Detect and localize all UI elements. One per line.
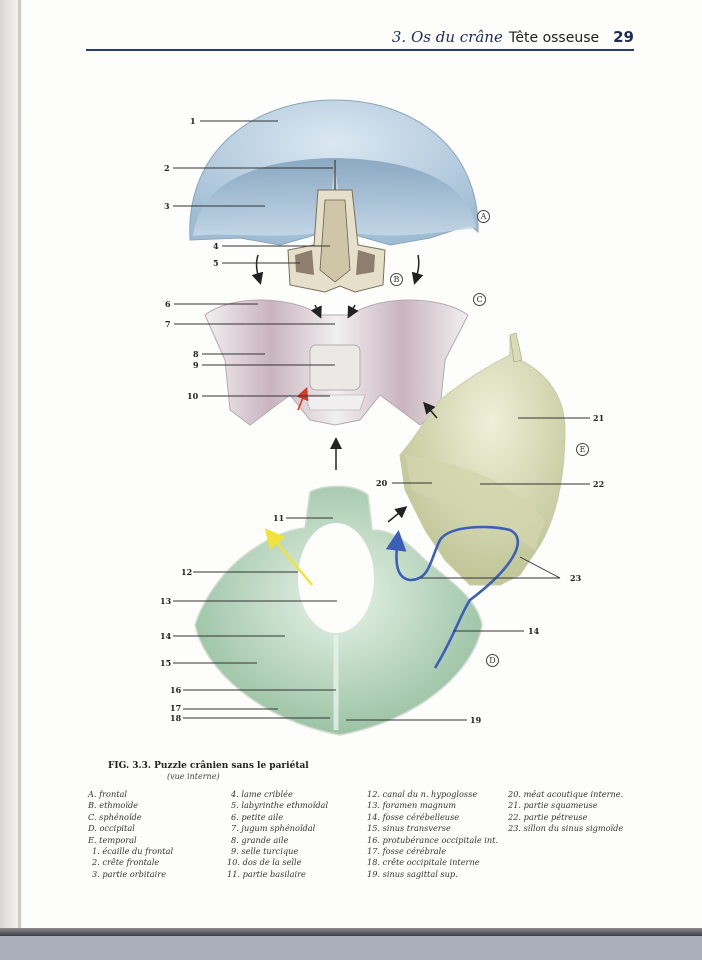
callout-11: 11 — [273, 513, 285, 523]
callout-1: 1 — [190, 116, 196, 126]
legend-item: E. temporal — [88, 834, 137, 845]
callout-14: 14 — [160, 631, 172, 641]
book-gutter-shadow — [0, 0, 22, 930]
legend-item: 2. crête frontale — [92, 857, 160, 868]
sigmoid-sinus-path — [385, 525, 520, 669]
callout-14-right: 14 — [528, 626, 540, 636]
callout-9: 9 — [193, 360, 199, 370]
callout-10: 10 — [187, 391, 199, 401]
legend-item: 1. écaille du frontal — [92, 846, 174, 857]
page-bottom-edge — [0, 928, 702, 936]
chapter-title: 3. Os du crâne — [391, 28, 503, 46]
callout-16: 16 — [170, 685, 182, 695]
callout-15: 15 — [160, 658, 172, 668]
header-rule — [86, 49, 634, 51]
legend-item: A. frontal — [88, 789, 128, 799]
assembly-arrows — [251, 254, 438, 523]
skull-puzzle-figure — [173, 99, 590, 736]
callout-22: 22 — [593, 479, 605, 489]
legend-item: 12. canal du n. hypoglosse — [367, 789, 478, 799]
book-gutter-line — [18, 0, 21, 930]
legend-item: 23. sillon du sinus sigmoïde — [508, 823, 624, 834]
legend-item: 14. fosse cérébelleuse — [367, 811, 460, 822]
callout-23: 23 — [570, 573, 582, 583]
legend-item: 5. labyrinthe ethmoïdal — [231, 800, 329, 811]
legend-item: 8. grande aile — [231, 834, 289, 845]
leader-lines — [173, 120, 590, 721]
callout-4: 4 — [213, 241, 219, 251]
legend-column-1: A. frontal B. ethmoïde C. sphénoïde D. o… — [88, 789, 173, 880]
legend-item: 19. sinus sagittal sup. — [367, 868, 458, 879]
letter-D: D — [486, 654, 499, 667]
callout-20: 20 — [376, 478, 388, 488]
callout-21: 21 — [593, 413, 605, 423]
callout-17: 17 — [170, 703, 182, 713]
letter-A: A — [477, 210, 490, 223]
legend-item: 13. foramen magnum — [367, 800, 457, 811]
letter-E: E — [576, 443, 589, 456]
legend-item: 9. selle turcique — [231, 846, 299, 857]
legend-column-4: 20. méat acoutique interne. 21. partie s… — [508, 789, 623, 835]
callout-13: 13 — [160, 596, 172, 606]
legend-item: 16. protubérance occipitale int. — [367, 834, 499, 845]
legend-item: B. ethmoïde — [88, 800, 139, 811]
legend-column-2: 4. lame criblée 5. labyrinthe ethmoïdal … — [227, 789, 329, 880]
figure-caption: FIG. 3.3. Puzzle crânien sans le pariéta… — [108, 761, 309, 771]
legend-item: 3. partie orbitaire — [92, 868, 167, 879]
legend-item: 7. jugum sphénoïdal — [231, 823, 316, 834]
callout-5: 5 — [213, 258, 219, 268]
callout-12: 12 — [181, 567, 193, 577]
legend-item: 11. partie basilaire — [227, 868, 306, 879]
legend-item: D. occipital — [88, 823, 135, 834]
legend-item: 6. petite aile — [231, 811, 284, 822]
page-number: 29 — [613, 28, 634, 46]
frontal-bone — [189, 99, 479, 246]
running-header: 3. Os du crâne Tête osseuse 29 — [392, 28, 634, 46]
legend-item: 17. fosse cérébrale — [367, 846, 447, 857]
callout-6: 6 — [165, 299, 171, 309]
red-arrow — [296, 387, 309, 411]
yellow-arrow — [264, 528, 313, 586]
section-title: Tête osseuse — [508, 30, 600, 46]
callout-8: 8 — [193, 349, 199, 359]
callout-2: 2 — [164, 163, 170, 173]
legend-item: 10. dos de la selle — [227, 857, 302, 868]
legend-item: C. sphénoïde — [88, 811, 142, 822]
scan-background — [0, 936, 702, 960]
legend-item: 20. méat acoutique interne. — [508, 789, 624, 799]
legend-column-3: 12. canal du n. hypoglosse 13. foramen m… — [367, 789, 498, 880]
legend-item: 18. crête occipitale interne — [367, 857, 480, 868]
callout-18: 18 — [170, 713, 182, 723]
letter-B: B — [390, 273, 403, 286]
legend-item: 21. partie squameuse — [508, 800, 598, 811]
figure-subcaption: (vue interne) — [167, 772, 220, 781]
callout-7: 7 — [165, 319, 171, 329]
ethmoid-bone — [287, 189, 386, 293]
callout-3: 3 — [164, 201, 170, 211]
temporal-bone — [399, 332, 566, 586]
letter-C: C — [473, 293, 486, 306]
legend-item: 4. lame criblée — [231, 789, 293, 799]
sphenoid-bone — [204, 299, 469, 426]
legend-item: 15. sinus transverse — [367, 823, 451, 834]
legend-item: 22. partie pétreuse — [508, 811, 588, 822]
callout-19: 19 — [470, 715, 482, 725]
